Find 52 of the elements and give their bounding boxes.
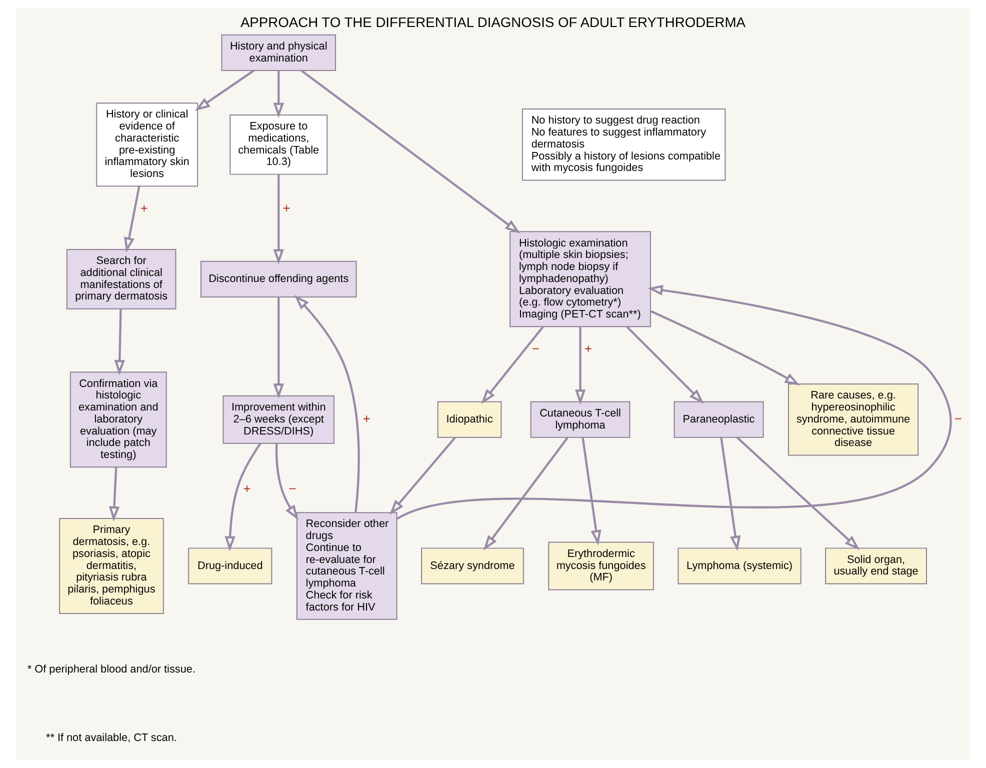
node-box: Rare causes, e.g. hypereosinophilic syndrome, autoimmune connective tissue disease <box>788 384 919 456</box>
diagram-title: APPROACH TO THE DIFFERENTIAL DIAGNOSIS OF ADULT ERYTHRODERMA <box>240 14 746 30</box>
node-box: Reconsider other drugs Continue to re-evaluate for cutaneous T-cell lymphoma Check for risk factors for HIV <box>296 512 398 620</box>
node-box: History or clinical evidence of characteristic pre-existing inflammatory skin lesions <box>96 102 198 187</box>
node-box: Primary dermatosis, e.g. psoriasis, atopic dermatitis, pityriasis rubra pilaris, pemphigus foliaceus <box>59 518 164 614</box>
node-box: Sézary syndrome <box>421 548 524 584</box>
node-box: History and physical examination <box>221 34 336 71</box>
node-box: No history to suggest drug reaction No features to suggest inflammatory dermatosis Possibly a history of lesions compatible with mycosis fungoides <box>522 108 726 181</box>
edge-label: + <box>140 200 148 216</box>
arrow <box>273 174 284 264</box>
edge-label: − <box>532 340 540 356</box>
arrow <box>481 326 544 404</box>
arrow <box>108 467 120 522</box>
node-box: Exposure to medications, chemicals (Table 10.3) <box>230 114 328 175</box>
arrow <box>224 442 262 552</box>
arrow <box>483 436 569 550</box>
edge-label: + <box>362 410 370 426</box>
arrow <box>650 310 800 386</box>
arrow <box>194 70 254 111</box>
arrow <box>294 294 360 513</box>
node-box: Search for additional clinical manifestations of primary dermatosis <box>66 248 176 310</box>
node-box: Confirmation via histologic examination and laboratory evaluation (may include patch testing) <box>70 372 167 468</box>
node-box: Discontinue offending agents <box>200 260 357 298</box>
edge-label: − <box>288 481 296 496</box>
node-box: Solid organ, usually end stage <box>825 548 927 584</box>
arrow <box>114 308 125 376</box>
arrow <box>582 437 602 546</box>
arrow <box>273 297 284 399</box>
edge-label: + <box>243 481 251 496</box>
arrow <box>275 444 298 520</box>
node-box: Lymphoma (systemic) <box>678 548 802 584</box>
edge-label: − <box>954 410 962 426</box>
node-box: Histologic examination (multiple skin biopsies; lymph node biopsy if lymphadenopathy) Laboratory evaluation (e.g. flow cytometry*) Imaging (PET-CT scan**) <box>510 231 651 328</box>
arrow <box>124 186 140 253</box>
arrow <box>300 70 520 234</box>
arrow <box>736 436 860 550</box>
label: ** If not available, CT scan. <box>46 732 177 744</box>
edge-label: + <box>282 200 290 216</box>
arrow <box>396 284 952 520</box>
arrow <box>574 326 586 405</box>
label: * Of peripheral blood and/or tissue. <box>27 664 196 676</box>
node-box: Cutaneous T-cell lymphoma <box>530 401 630 438</box>
node-box: Erythrodermic mycosis fungoides (MF) <box>548 542 654 590</box>
node-box: Improvement within 2–6 weeks (except DRESS/DIHS) <box>222 395 334 444</box>
arrow <box>720 437 741 552</box>
node-box: Idiopathic <box>437 401 502 438</box>
node-box: Drug-induced <box>188 548 272 584</box>
arrow <box>626 326 704 404</box>
arrow <box>389 436 456 515</box>
edge-label: + <box>584 340 592 356</box>
node-box: Paraneoplastic <box>674 401 764 438</box>
arrow <box>273 70 284 118</box>
